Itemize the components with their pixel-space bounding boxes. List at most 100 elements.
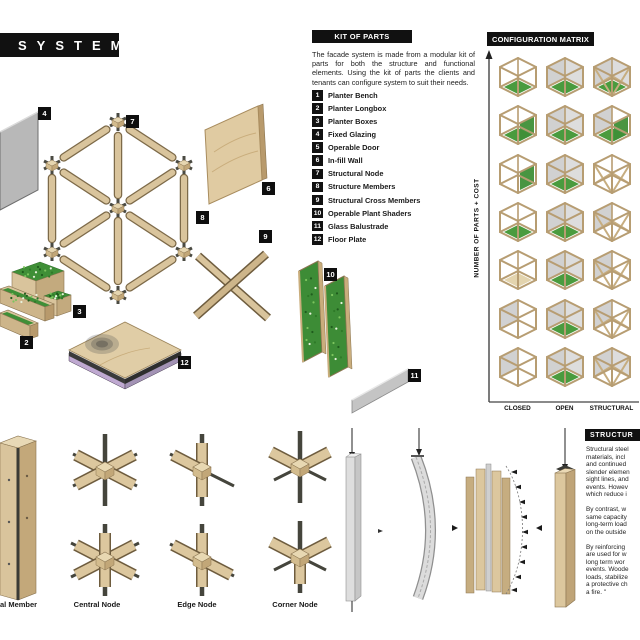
steel-member-straight [345,428,362,612]
part-number-badge: 12 [312,234,323,245]
callout-infill-wall: 6 [262,182,275,195]
structural-member-detail [0,435,37,601]
part-number-badge: 4 [312,129,323,140]
fixed-glazing-panel [0,111,39,211]
part-number-badge: 1 [312,90,323,101]
cross-members [193,250,271,322]
callout-floor-plate: 12 [178,356,191,369]
kit-part-item: 10 Operable Plant Shaders [312,207,420,219]
matrix-cube [588,149,635,197]
structure-text-line: By contrast, w [586,506,627,513]
page-title: SYSTEM [18,37,132,53]
callout-fixed-glazing: 4 [38,107,51,120]
kit-part-item: 3 Planter Boxes [312,116,420,127]
matrix-cube [588,245,635,293]
label-structural-member: al Member [0,600,38,609]
structure-text-line [586,499,640,507]
structure-text-line: long term wor [586,558,625,566]
kit-intro-text: The facade system is made from a modular… [312,50,475,87]
kit-part-item: 1 Planter Bench [312,90,420,101]
structure-text-line: sight lines, and [586,476,629,483]
part-label: Planter Bench [328,90,378,100]
part-number-badge: 6 [312,155,323,166]
kit-part-item: 6 In-fill Wall [312,155,420,166]
axis-arrowhead [485,50,493,59]
callout-structural-node: 7 [126,115,139,128]
part-label: Floor Plate [328,234,367,244]
kit-of-parts-title: KIT OF PARTS [334,32,390,41]
floor-plate [68,321,182,390]
matrix-cube [494,293,541,341]
matrix-cube [588,197,635,245]
matrix-cube [588,52,635,100]
matrix-x-label-open: OPEN [555,405,574,412]
kit-of-parts-title-bar: KIT OF PARTS [312,30,412,43]
matrix-cube [588,342,635,390]
wood-column-diagram [554,428,576,608]
callout-planter-longbox: 2 [20,336,33,349]
structure-text-line: are used for w [586,551,627,558]
callout-glass-balustrade: 11 [408,369,421,382]
callout-planter-boxes: 3 [73,305,86,318]
part-label: Glass Balustrade [328,221,389,231]
steel-member-buckled [378,428,436,600]
configuration-matrix-grid [494,52,635,390]
part-number-badge: 7 [312,168,323,180]
matrix-cube [541,149,588,197]
structural-frame [43,113,193,304]
part-label: Planter Longbox [328,103,387,113]
kit-part-item: 2 Planter Longbox [312,103,420,114]
kit-part-item: 11 Glass Balustrade [312,220,420,232]
structure-text-line: events. Howev [586,483,628,491]
kit-part-item: 5 Operable Door [312,142,420,153]
plant-shaders [10,260,353,378]
matrix-cube [494,197,541,245]
matrix-cube [541,100,588,148]
page-title-bar: SYSTEM [0,33,121,57]
matrix-cube [494,149,541,197]
part-number-badge: 3 [312,116,323,127]
part-label: In-fill Wall [328,156,363,166]
part-number-badge: 11 [312,220,323,232]
part-label: Operable Door [328,143,380,153]
kit-part-item: 7 Structural Node [312,168,420,180]
part-label: Operable Plant Shaders [328,208,412,218]
structure-text-line: on the outside [586,528,627,536]
structure-text-line: slender elemen [586,468,630,476]
part-number-badge: 5 [312,142,323,153]
kit-part-item: 8 Structure Members [312,181,420,193]
matrix-cube [494,245,541,293]
part-number-badge: 9 [312,194,323,206]
exploded-axon-diagram [0,103,409,414]
configuration-matrix-title-bar: CONFIGURATION MATRIX [487,32,594,46]
structure-text-line: which reduce i [586,491,627,498]
label-edge-node: Edge Node [177,600,217,609]
label-central-node: Central Node [73,600,121,609]
structure-text-line [586,536,640,544]
part-number-badge: 8 [312,181,323,193]
part-label: Structural Cross Members [328,195,421,205]
matrix-cube [541,197,588,245]
matrix-cube [494,52,541,100]
kit-parts-list: 1 Planter Bench 2 Planter Longbox 3 Plan… [312,90,420,245]
matrix-cube [541,342,588,390]
structure-text-line: and continued [586,461,627,468]
label-corner-node: Corner Node [272,600,318,609]
part-label: Structure Members [328,182,396,192]
structure-text-line: loads, stabilize [586,573,628,581]
composite-column-load-diagram [452,463,542,595]
structure-text-line: materials, incl [586,453,626,461]
glass-balustrade [351,368,409,414]
structure-text-line: Structural steel [586,446,629,453]
node-details-diagrams [0,428,576,612]
matrix-x-label-closed: CLOSED [504,405,531,412]
part-label: Planter Boxes [328,116,378,126]
structure-title: STRUCTUR [590,431,634,439]
matrix-cube [588,293,635,341]
matrix-x-label-structural: STRUCTURAL [589,405,634,412]
matrix-cube [588,100,635,148]
part-number-badge: 10 [312,207,323,219]
callout-plant-shaders: 10 [324,268,337,281]
